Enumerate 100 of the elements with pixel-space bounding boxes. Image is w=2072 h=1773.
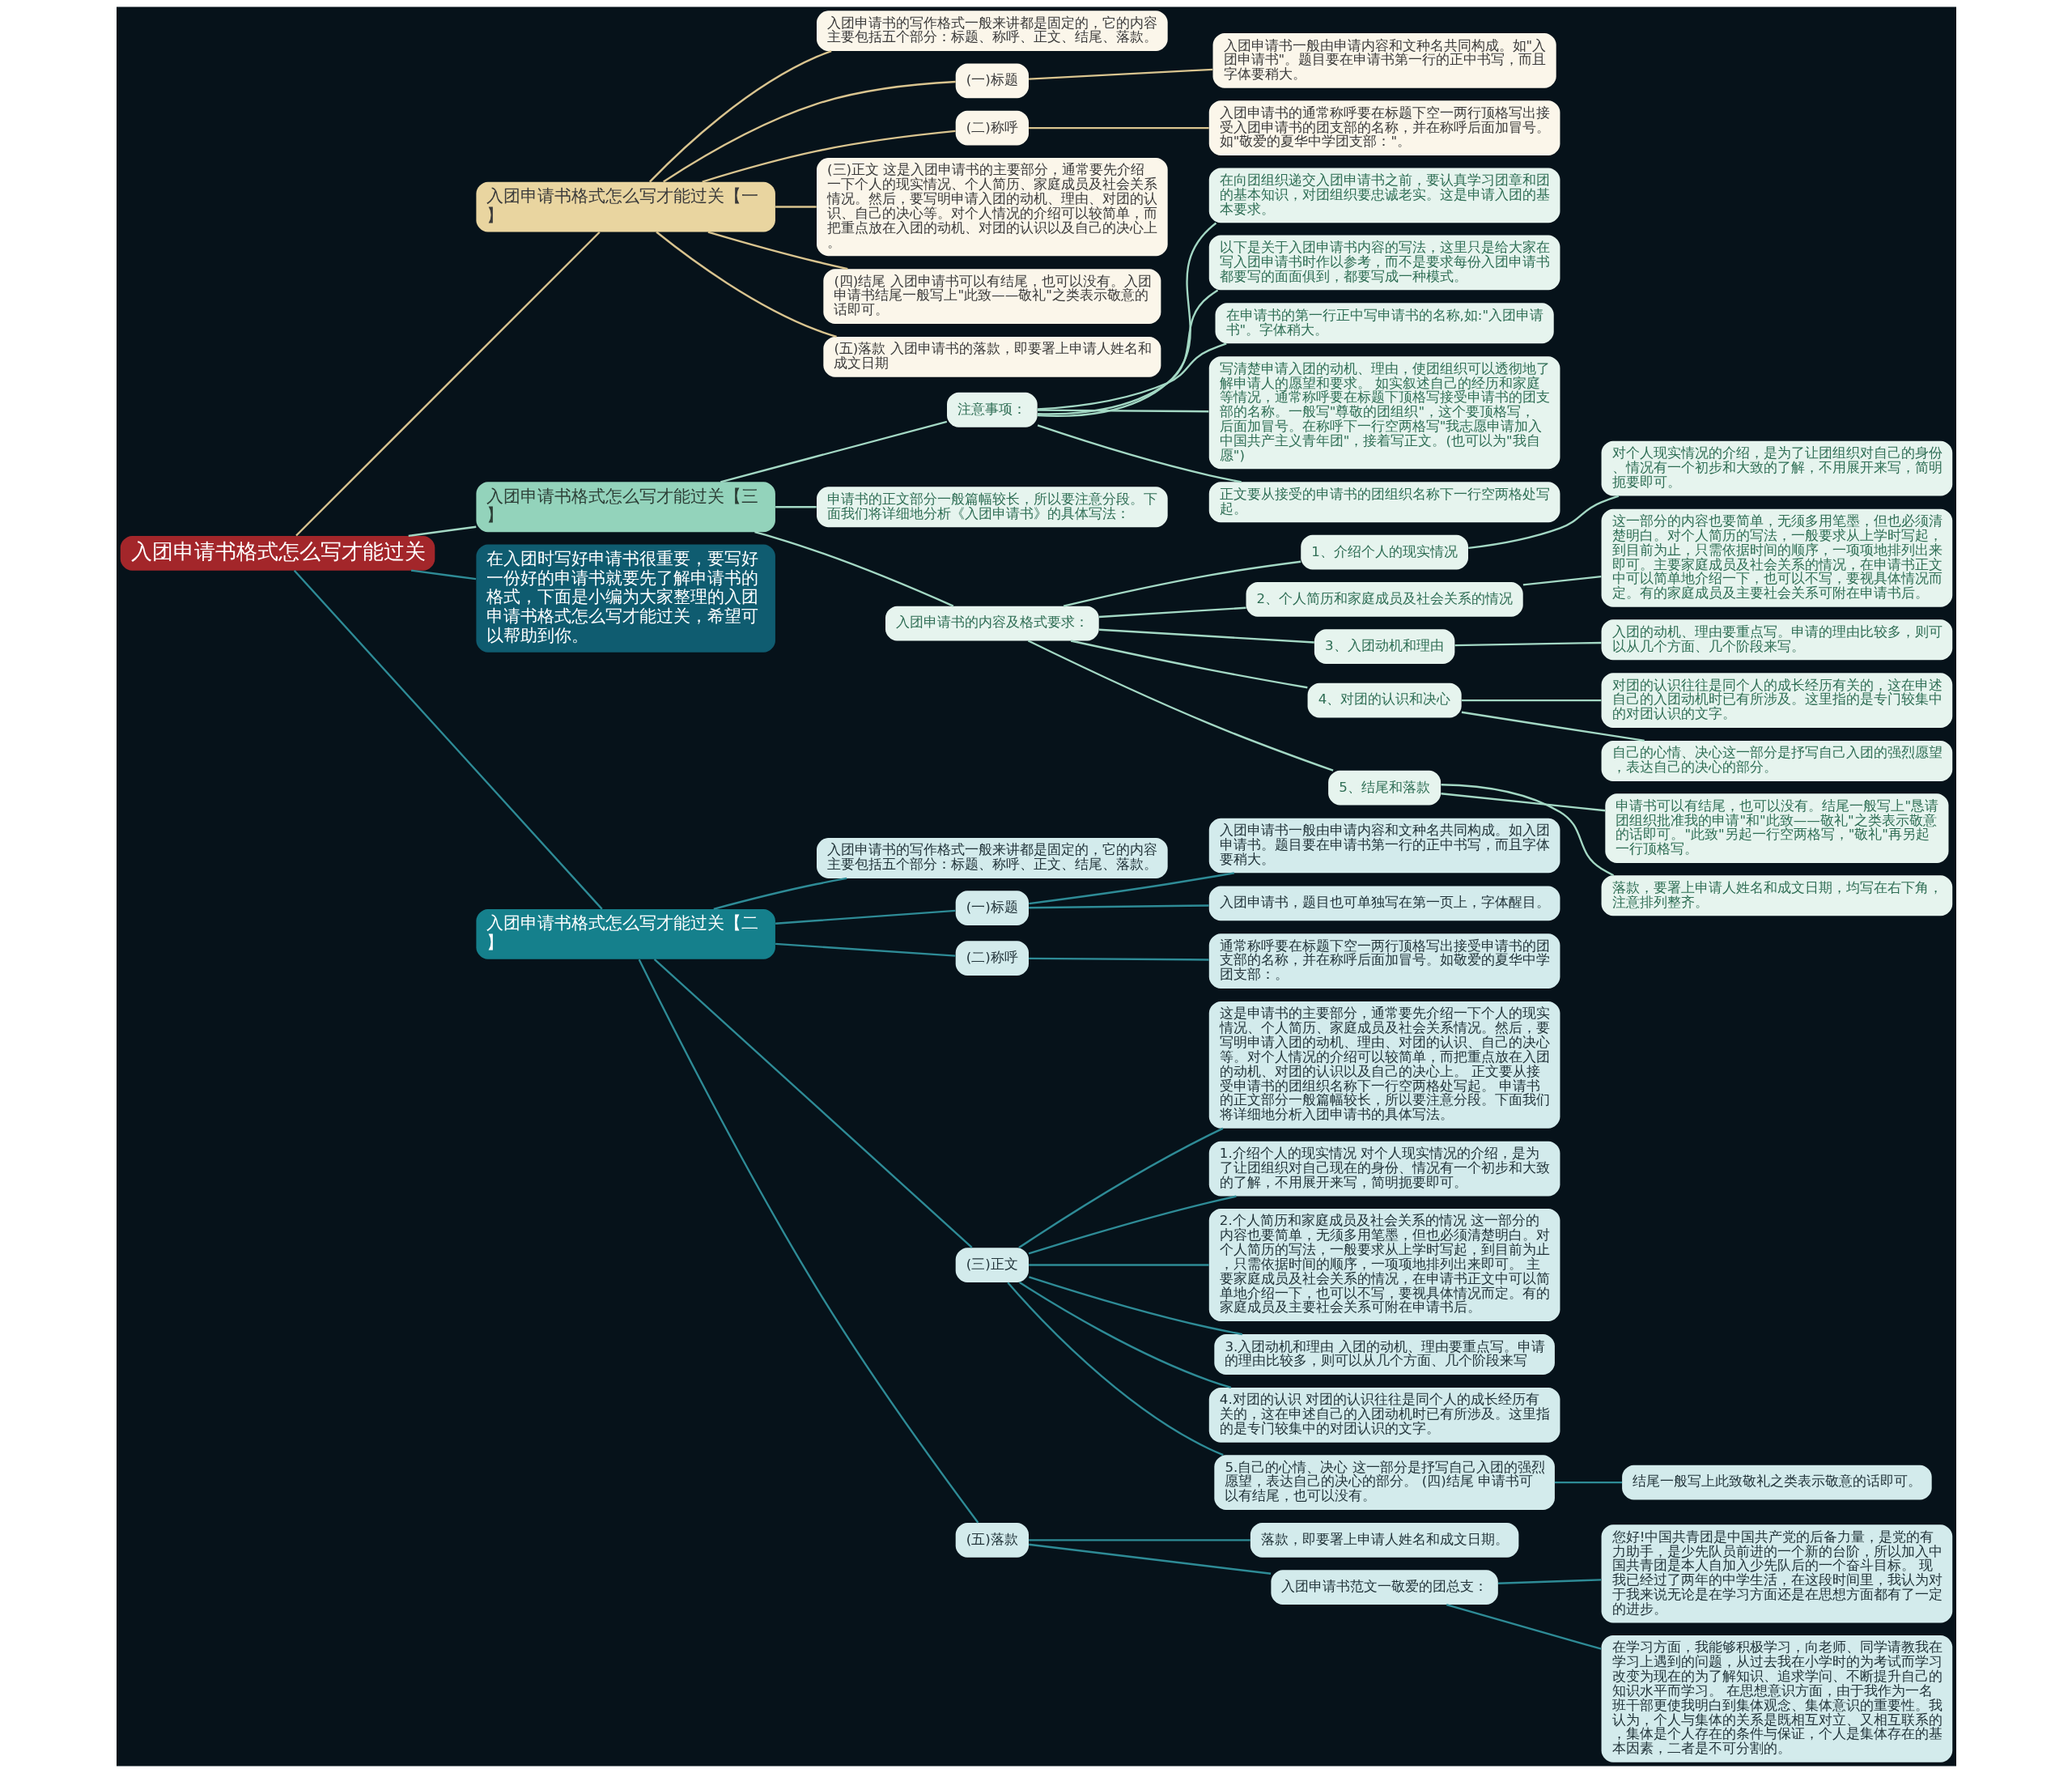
connector bbox=[1554, 1481, 1622, 1484]
node-box: 自己的心情、决心这一部分是抒写自己入团的强烈愿望，表达自己的决心的部分。 bbox=[1601, 741, 1952, 781]
node-box: 5、结尾和落款 bbox=[1327, 770, 1441, 806]
node-box: (一)标题 bbox=[955, 891, 1029, 926]
node-box: 这一部分的内容也要简单，无须多用笔墨，但也必须清楚明白。对个人简历的写法，一般要求从上学时写起，到目前为止，只需依据时间的顺序，一项项地排列出来即可。主要家庭成员及社会关系的情况，在申请书正文中可以简单地介绍一下，也可以不写，要视具体情况而定。有的家庭成员及主要社会关系可附在申请书后。 bbox=[1601, 508, 1952, 607]
connector bbox=[701, 130, 956, 183]
node-box: 3、入团动机和理由 bbox=[1314, 629, 1454, 664]
connector bbox=[1028, 872, 1234, 905]
connector bbox=[655, 231, 837, 338]
node-box: 1.介绍个人的现实情况 对个人现实情况的介绍，是为了让团组织对自己现在的身份、情况有一个初步和大致的了解，不用展开来写，简明扼要即可。 bbox=[1208, 1141, 1560, 1197]
node-box: 在向团组织递交入团申请书之前，要认真学习团章和团的基本知识，对团组织要忠诚老实。这是申请入团的基本要求。 bbox=[1208, 168, 1560, 223]
node-box: 您好!中国共青团是中国共产党的后备力量，是党的有力助手，是少先队员前进的一个新的台阶，所以加入中国共青团是本人自加入少先队后的一个奋斗目标。 现我已经过了两年的中学生活，在这段时间里，我认为对于我来说无论是在学习方面还是在思想方面都有了一定的进步。 bbox=[1601, 1524, 1952, 1623]
node-box: 4.对团的认识 对团的认识往往是同个人的成长经历有关的，这在申述自己的入团动机时已有所涉及。这里指的是专门较集中的对团认识的文字。 bbox=[1208, 1388, 1560, 1443]
connector bbox=[1098, 628, 1314, 644]
connector bbox=[1440, 784, 1614, 877]
node-box: 这是申请书的主要部分，通常要先介绍一下个人的现实情况、个人简历、家庭成员及社会关系情况。然后，要写明申请入团的动机、理由、对团的认识、自己的决心等。对个人情况的介绍可以较简单，而把重点放在入团的动机、对团的认识以及自己的决心上。 正文要从接受申请书的团组织名称下一行空两格处写起。 申请书的正文部分一般篇幅较长，所以要注意分段。下面我们将详细地分析入团申请书的具体写法。 bbox=[1208, 1001, 1560, 1129]
connector bbox=[1467, 495, 1619, 550]
connector bbox=[1018, 1282, 1231, 1389]
node-box: (五)落款 bbox=[955, 1523, 1029, 1558]
node-box: (二)称呼 bbox=[955, 941, 1029, 976]
connector bbox=[1028, 126, 1209, 130]
node-box: (二)称呼 bbox=[955, 110, 1029, 146]
connector bbox=[775, 909, 955, 925]
node-box: 在申请书的第一行正中写申请书的名称,如:"入团申请书"。字体稍大。 bbox=[1215, 303, 1554, 344]
node-box: (三)正文 这是入团申请书的主要部分，通常要先介绍一下个人的现实情况、个人简历、家庭成员及社会关系情况。然后，要写明申请入团的动机、理由、对团的认识、自己的决心等。对个人情况的介绍可以较简单，而把重点放在入团的动机、对团的认识以及自己的决心上。 bbox=[816, 157, 1168, 257]
node-box: 在入团时写好申请书很重要，要写好一份好的申请书就要先了解申请书的格式，下面是小编为大家整理的入团申请书格式怎么写才能过关，希望可以帮助到你。 bbox=[475, 544, 775, 653]
node-box: 结尾一般写上此致敬礼之类表示敬意的话即可。 bbox=[1621, 1465, 1932, 1500]
connector bbox=[1028, 904, 1209, 909]
node-box: 入团申请书格式怎么写才能过关 bbox=[120, 535, 435, 571]
node-box: 1、介绍个人的现实情况 bbox=[1300, 534, 1468, 570]
connector bbox=[1028, 1543, 1271, 1575]
connector bbox=[1006, 1282, 1224, 1456]
connector bbox=[1461, 699, 1601, 702]
connector bbox=[1037, 342, 1227, 410]
connector bbox=[1440, 793, 1605, 812]
node-box: 入团申请书一般由申请内容和文种名共同构成。如入团申请书。题目要在申请书第一行的正中书写，而且字体要稍大。 bbox=[1208, 818, 1560, 874]
connector bbox=[1028, 1276, 1242, 1336]
node-box: 入团申请书的内容及格式要求： bbox=[885, 606, 1099, 641]
connector bbox=[1028, 68, 1212, 80]
node-box: 入团申请书，题目也可单独写在第一页上，字体醒目。 bbox=[1208, 886, 1560, 921]
node-box: 2.个人简历和家庭成员及社会关系的情况 这一部分的内容也要简单，无须多用笔墨，但也必须清楚明白。对个人简历的写法，一般要求从上学时写起，到目前为止，只需依据时间的顺序，一项项地排列出来即可。 主要家庭成员及社会关系的情况，在申请书正文中可以简单地介绍一下，也可以不写，要视具体情况而定。有的家庭成员及主要社会关系可附在申请书后。 bbox=[1208, 1209, 1560, 1322]
connector bbox=[1497, 1579, 1601, 1584]
connector bbox=[638, 959, 979, 1524]
node-box: 正文要从接受的申请书的团组织名称下一行空两格处写起。 bbox=[1208, 482, 1560, 523]
connector bbox=[293, 569, 603, 910]
node-box: 入团申请书格式怎么写才能过关【三】 bbox=[475, 482, 775, 533]
connector bbox=[648, 50, 832, 183]
connector bbox=[713, 877, 847, 910]
node-box: 对团的认识往往是同个人的成长经历有关的，这在申述自己的入团动机时已有所涉及。这里指的是专门较集中的对团认识的文字。 bbox=[1601, 673, 1952, 728]
node-box: (五)落款 入团申请书的落款，即要署上申请人姓名和成文日期 bbox=[822, 336, 1161, 377]
connector bbox=[1454, 641, 1601, 647]
node-box: 5.自己的心情、决心 这一部分是抒写自己入团的强烈愿望，表达自己的决心的部分。 (四)结尾 申请书可以有结尾，也可以没有。 bbox=[1213, 1455, 1555, 1510]
node-box: 入团申请书格式怎么写才能过关【一】 bbox=[475, 181, 775, 232]
connector bbox=[1037, 289, 1218, 415]
node-box: 落款，要署上申请人姓名和成文日期，均写在右下角，注意排列整齐。 bbox=[1601, 875, 1952, 916]
connector bbox=[1028, 1539, 1250, 1541]
node-box: 入团的动机、理由要重点写。申请的理由比较多，则可以从几个方面、几个阶段来写。 bbox=[1601, 619, 1952, 661]
connector bbox=[1063, 560, 1301, 607]
node-box: 入团申请书格式怎么写才能过关【二】 bbox=[475, 908, 775, 959]
connector bbox=[662, 80, 956, 183]
node-box: 2、个人简历和家庭成员及社会关系的情况 bbox=[1246, 581, 1523, 617]
node-box: 通常称呼要在标题下空一两行顶格写出接受申请书的团支部的名称，并在称呼后面加冒号。如敬爱的夏华中学团支部：。 bbox=[1208, 933, 1560, 989]
node-box: (一)标题 bbox=[955, 63, 1029, 99]
connector bbox=[1017, 1127, 1223, 1249]
connector bbox=[295, 231, 601, 537]
node-box: 在学习方面，我能够积极学习，向老师、同学请教我在学习上遇到的问题，从过去我在小学时的为考试而学习改变为现在的为了解知识、追求学问、不断提升自己的知识水平而学习。 在思想意识方面，由于我作为一名班干部更使我明白到集体观念、集体意识的重要性。我认为，个人与集体的关系是既相互对立、又相互联系的，集体是个人存在的条件与保证，个人是集体存在的基本因素，二者是不可分割的。 bbox=[1601, 1635, 1952, 1762]
connector bbox=[1098, 606, 1246, 619]
connector bbox=[408, 525, 476, 538]
connector bbox=[1037, 409, 1208, 413]
node-box: 落款，即要署上申请人姓名和成文日期。 bbox=[1250, 1523, 1518, 1558]
node-box: 申请书的正文部分一般篇幅较长，所以要注意分段。下面我们将详细地分析《入团申请书》的具体写法： bbox=[816, 487, 1168, 528]
node-box: 写清楚申请入团的动机、理由，使团组织可以透彻地了解申请人的愿望和要求。 如实叙述自己的经历和家庭等情况，通常称呼要在标题下顶格写接受申请书的团支部的名称。一般写"尊敬的团组织"，这个要顶格写，后面加冒号。在称呼下一行空两格写"我志愿申请加入中国共产主义青年团"，接着写正文。(也可以为"我自愿") bbox=[1208, 356, 1560, 470]
node-box: 入团申请书的通常称呼要在标题下空一两行顶格写出接受入团申请书的团支部的名称，并在称呼后面加冒号。如"敬爱的夏华中学团支部："。 bbox=[1208, 100, 1560, 155]
connector bbox=[775, 506, 817, 508]
connector bbox=[1070, 640, 1308, 689]
connector bbox=[410, 569, 476, 580]
node-box: 对个人现实情况的介绍，是为了让团组织对自己的身份、情况有一个初步和大致的了解，不用展开来写，简明扼要即可。 bbox=[1601, 440, 1952, 496]
connector bbox=[1522, 575, 1601, 586]
connector bbox=[775, 942, 955, 957]
connector bbox=[653, 959, 973, 1248]
node-box: (四)结尾 入团申请书可以有结尾，也可以没有。入团申请书结尾一般写上"此致——敬礼"之类表示敬意的话即可。 bbox=[822, 269, 1161, 324]
node-box: 入团申请书的写作格式一般来讲都是固定的，它的内容主要包括五个部分：标题、称呼、正文、结尾、落款。 bbox=[816, 11, 1168, 52]
connector bbox=[1446, 1603, 1602, 1650]
node-box: 入团申请书范文一敬爱的团总支： bbox=[1270, 1570, 1498, 1605]
node-box: 入团申请书一般由申请内容和文种名共同构成。如"入团申请书"。题目要在申请书第一行的正中书写，而且字体要稍大。 bbox=[1212, 33, 1556, 88]
connector bbox=[1028, 1264, 1209, 1266]
node-box: 4、对团的认识和决心 bbox=[1307, 682, 1462, 718]
connector bbox=[754, 531, 953, 607]
connector bbox=[1037, 222, 1216, 418]
node-box: 以下是关于入团申请书内容的写法，这里只是给大家在写入团申请书时作以参考，而不是要求每份入团申请书都要写的面面俱到，都要写成一种模式。 bbox=[1208, 235, 1560, 291]
node-box: 注意事项： bbox=[946, 392, 1038, 427]
connector bbox=[1028, 1195, 1237, 1255]
connector bbox=[1028, 957, 1209, 961]
node-box: 入团申请书的写作格式一般来讲都是固定的，它的内容主要包括五个部分：标题、称呼、正文、结尾、落款。 bbox=[816, 838, 1168, 878]
connector bbox=[707, 231, 848, 270]
node-box: 申请书可以有结尾，也可以没有。结尾一般写上"恳请团组织批准我的申请"和"此致——敬礼"之类表示敬意的话即可。"此致"另起一行空两格写，"敬礼"再另起一行顶格写。 bbox=[1604, 793, 1948, 863]
connector bbox=[720, 420, 947, 483]
connector bbox=[1027, 640, 1333, 772]
node-box: (三)正文 bbox=[955, 1248, 1029, 1282]
connector bbox=[775, 206, 817, 208]
